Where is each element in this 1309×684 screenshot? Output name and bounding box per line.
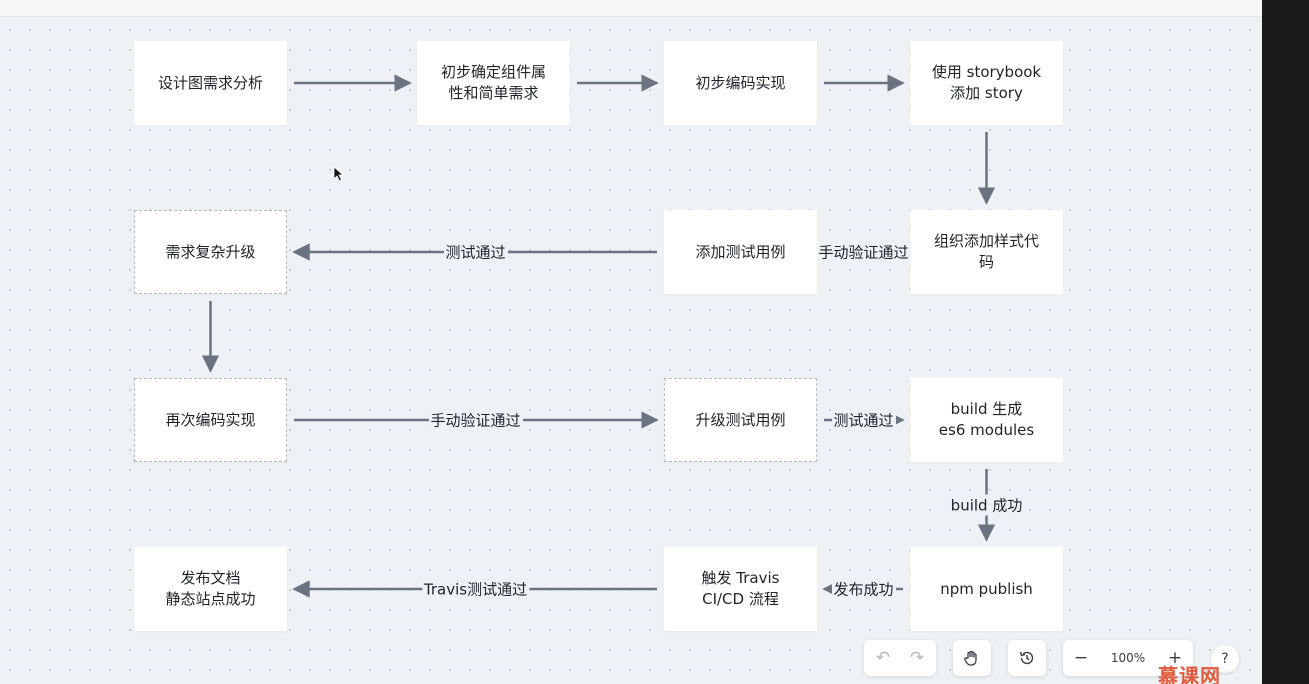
zoom-in-button[interactable]: + (1167, 648, 1183, 668)
redo-icon[interactable]: ↷ (909, 648, 925, 668)
undo-redo-group: ↶ ↷ (864, 640, 936, 676)
node-label: 设计图需求分析 (157, 73, 263, 92)
node-label: 需求复杂升级 (165, 242, 256, 261)
node-label: build 生成 es6 modules (938, 400, 1035, 439)
node-n12[interactable]: 触发 Travis CI/CD 流程 (664, 547, 817, 631)
top-bar (0, 0, 1262, 17)
node-label: 初步编码实现 (695, 73, 786, 92)
help-button[interactable]: ? (1211, 645, 1239, 673)
node-n7[interactable]: 需求复杂升级 (134, 210, 287, 294)
node-n4[interactable]: 使用 storybook 添加 story (910, 41, 1063, 125)
zoom-level[interactable]: 100% (1110, 651, 1146, 665)
zoom-out-button[interactable]: − (1073, 648, 1089, 668)
node-n5[interactable]: 组织添加样式代 码 (910, 210, 1063, 294)
watermark-logo: 慕课网 (1158, 664, 1221, 684)
node-n1[interactable]: 设计图需求分析 (134, 41, 287, 125)
node-label: 组织添加样式代 码 (933, 232, 1039, 271)
edge-label[interactable]: 手动验证通过 (428, 409, 523, 431)
edge-label[interactable]: build 成功 (948, 494, 1025, 515)
node-label: 再次编码实现 (165, 410, 256, 429)
node-label: npm publish (940, 579, 1033, 598)
edge-label[interactable]: 测试通过 (443, 241, 508, 263)
zoom-group: − 100% + (1063, 640, 1193, 676)
history-button[interactable] (1008, 640, 1046, 676)
history-icon (1019, 651, 1034, 665)
node-n2[interactable]: 初步确定组件属 性和简单需求 (417, 41, 570, 125)
mouse-cursor-icon (333, 166, 345, 182)
hand-icon (964, 650, 977, 666)
node-n10[interactable]: build 生成 es6 modules (910, 378, 1063, 462)
node-label: 发布文档 静态站点成功 (165, 569, 256, 608)
edge-label[interactable]: 手动验证通过 (816, 241, 911, 263)
undo-icon[interactable]: ↶ (875, 648, 891, 668)
node-label: 添加测试用例 (695, 242, 786, 261)
node-n8[interactable]: 再次编码实现 (134, 378, 287, 462)
node-n13[interactable]: 发布文档 静态站点成功 (134, 547, 287, 631)
edge-label[interactable]: 发布成功 (831, 578, 896, 600)
hand-tool-button[interactable] (953, 640, 991, 676)
node-label: 触发 Travis CI/CD 流程 (701, 569, 780, 608)
node-n9[interactable]: 升级测试用例 (664, 378, 817, 462)
diagram-canvas[interactable]: 设计图需求分析 初步确定组件属 性和简单需求 初步编码实现 使用 storybook … (0, 0, 1262, 684)
node-n6[interactable]: 添加测试用例 (664, 210, 817, 294)
node-n11[interactable]: npm publish (910, 547, 1063, 631)
node-label: 使用 storybook 添加 story (931, 63, 1042, 102)
node-label: 初步确定组件属 性和简单需求 (440, 63, 546, 102)
edge-label[interactable]: Travis测试通过 (421, 578, 530, 600)
edge-label[interactable]: 测试通过 (831, 409, 896, 431)
node-n3[interactable]: 初步编码实现 (664, 41, 817, 125)
node-label: 升级测试用例 (695, 410, 786, 429)
